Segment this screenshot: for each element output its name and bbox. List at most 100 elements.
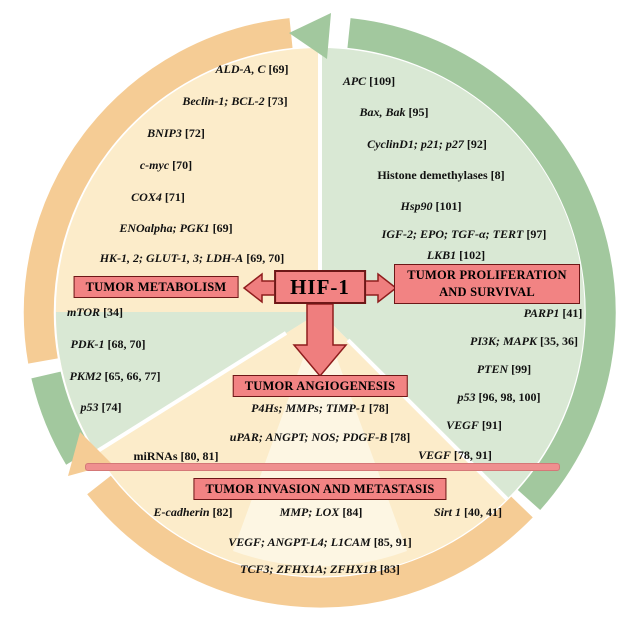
gene-item: VEGF [91]: [446, 418, 502, 433]
gene-refs: [73]: [267, 94, 288, 108]
gene-name: ENOalpha; PGK1: [119, 221, 210, 235]
gene-refs: [69, 70]: [246, 251, 285, 265]
gene-item: CyclinD1; p21; p27 [92]: [367, 137, 487, 152]
gene-refs: [71]: [164, 190, 185, 204]
gene-name: HK-1, 2; GLUT-1, 3; LDH-A: [99, 251, 244, 265]
gene-item: COX4 [71]: [131, 190, 185, 205]
gene-name: P4Hs; MMPs; TIMP-1: [251, 401, 366, 415]
gene-name: MMP; LOX: [279, 505, 340, 519]
gene-name: PARP1: [523, 306, 560, 320]
gene-refs: [72]: [184, 126, 205, 140]
gene-refs: [69]: [212, 221, 233, 235]
orange-cycle-arc-topleft: [23, 18, 293, 364]
gene-item: LKB1 [102]: [427, 248, 485, 263]
sector-divider-right: [346, 338, 509, 501]
gene-name: Bax, Bak: [359, 105, 406, 119]
gene-refs: [69]: [268, 62, 289, 76]
gene-refs: [80, 81]: [180, 449, 219, 463]
gene-item: miRNAs [80, 81]: [134, 449, 219, 464]
gene-item: IGF-2; EPO; TGF-α; TERT [97]: [382, 227, 547, 242]
gene-refs: [83]: [379, 562, 400, 576]
gene-item: p53 [74]: [81, 400, 122, 415]
gene-name: Sirt 1: [433, 505, 462, 519]
gene-refs: [68, 70]: [107, 337, 146, 351]
gene-name: PDK-1: [70, 337, 105, 351]
gene-item: Sirt 1 [40, 41]: [434, 505, 502, 520]
gene-name: Histone demethylases: [377, 168, 488, 182]
gene-name: p53: [457, 390, 476, 404]
gene-refs: [99]: [511, 362, 532, 376]
gene-item: mTOR [34]: [67, 305, 123, 320]
gene-refs: [8]: [490, 168, 505, 182]
gene-item: Hsp90 [101]: [400, 199, 461, 214]
gene-name: Hsp90: [400, 199, 433, 213]
angiogenesis-inner-wedge: [233, 312, 407, 567]
gene-refs: [65, 66, 77]: [104, 369, 161, 383]
hif1-center-box: HIF-1: [274, 270, 366, 304]
gene-item: APC [109]: [343, 74, 395, 89]
gene-name: APC: [342, 74, 367, 88]
gene-item: Histone demethylases [8]: [377, 168, 504, 183]
gene-refs: [102]: [459, 248, 486, 262]
gene-name: miRNAs: [133, 449, 178, 463]
gene-item: TCF3; ZFHX1A; ZFHX1B [83]: [240, 562, 400, 577]
green-cycle-arc-right: [347, 18, 616, 510]
gene-item: c-myc [70]: [140, 158, 192, 173]
gene-item: BNIP3 [72]: [147, 126, 205, 141]
green-cycle-arrowhead-icon: [289, 13, 331, 59]
gene-name: PTEN: [476, 362, 509, 376]
gene-item: VEGF [78, 91]: [418, 448, 492, 463]
orange-cycle-arc-bottom: [87, 475, 533, 608]
gene-refs: [84]: [342, 505, 363, 519]
gene-name: VEGF: [446, 418, 479, 432]
gene-item: PKM2 [65, 66, 77]: [69, 369, 160, 384]
gene-name: uPAR; ANGPT; NOS; PDGF-B: [229, 430, 388, 444]
angiogenesis-title-box: TUMOR ANGIOGENESIS: [232, 375, 408, 397]
gene-item: MMP; LOX [84]: [280, 505, 363, 520]
gene-item: ALD-A, C [69]: [215, 62, 288, 77]
gene-refs: [91]: [481, 418, 502, 432]
gene-refs: [35, 36]: [540, 334, 579, 348]
gene-refs: [40, 41]: [464, 505, 503, 519]
gene-refs: [109]: [369, 74, 396, 88]
gene-item: uPAR; ANGPT; NOS; PDGF-B [78]: [230, 430, 410, 445]
gene-name: p53: [80, 400, 99, 414]
metabolism-title-box: TUMOR METABOLISM: [73, 276, 239, 298]
gene-refs: [92]: [466, 137, 487, 151]
gene-name: Beclin-1; BCL-2: [182, 94, 265, 108]
gene-item: p53 [96, 98, 100]: [458, 390, 541, 405]
gene-item: E-cadherin [82]: [153, 505, 232, 520]
gene-name: CyclinD1; p21; p27: [367, 137, 464, 151]
gene-name: c-myc: [139, 158, 170, 172]
gene-item: Bax, Bak [95]: [359, 105, 428, 120]
gene-refs: [74]: [101, 400, 122, 414]
gene-refs: [78]: [390, 430, 411, 444]
invasion-title-box: TUMOR INVASION AND METASTASIS: [193, 478, 447, 500]
gene-name: TCF3; ZFHX1A; ZFHX1B: [240, 562, 377, 576]
gene-name: E-cadherin: [153, 505, 210, 519]
gene-name: PI3K; MAPK: [469, 334, 538, 348]
gene-refs: [78]: [368, 401, 389, 415]
gene-item: PTEN [99]: [477, 362, 531, 377]
gene-item: HK-1, 2; GLUT-1, 3; LDH-A [69, 70]: [100, 251, 285, 266]
gene-refs: [97]: [526, 227, 547, 241]
gene-name: mTOR: [66, 305, 101, 319]
gene-item: PDK-1 [68, 70]: [71, 337, 146, 352]
gene-refs: [34]: [103, 305, 124, 319]
gene-item: PI3K; MAPK [35, 36]: [470, 334, 578, 349]
gene-name: LKB1: [426, 248, 457, 262]
gene-refs: [96, 98, 100]: [478, 390, 541, 404]
gene-item: ENOalpha; PGK1 [69]: [119, 221, 232, 236]
gene-name: VEGF: [418, 448, 451, 462]
gene-item: P4Hs; MMPs; TIMP-1 [78]: [251, 401, 389, 416]
gene-refs: [101]: [435, 199, 462, 213]
metabolism-lower-green-wedge: [55, 312, 320, 452]
gene-refs: [85, 91]: [373, 535, 412, 549]
gene-refs: [95]: [408, 105, 429, 119]
gene-item: Beclin-1; BCL-2 [73]: [182, 94, 287, 109]
gene-name: IGF-2; EPO; TGF-α; TERT: [381, 227, 524, 241]
gene-refs: [41]: [562, 306, 583, 320]
gene-name: VEGF; ANGPT-L4; L1CAM: [228, 535, 371, 549]
